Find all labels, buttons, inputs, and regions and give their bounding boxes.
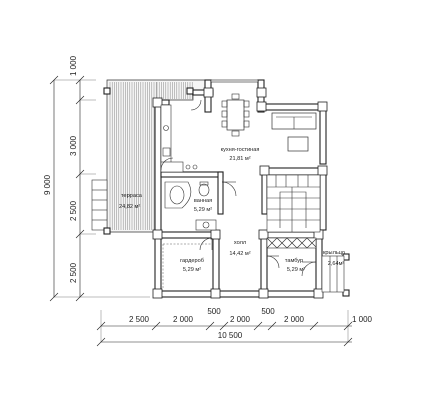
- post: [103, 87, 111, 95]
- deck-boards: [109, 82, 193, 230]
- dim-bottom-mid-1: 500: [207, 307, 221, 316]
- dim-bottom-2: 2 000: [173, 315, 194, 324]
- vestibule-hatch: [266, 237, 317, 249]
- post: [186, 87, 194, 95]
- bathtub: [164, 181, 192, 209]
- hall-area: 14,42 м²: [229, 251, 250, 257]
- room-labels: кухня-гостиная 21,81 м² терраса 24,82 м²…: [119, 147, 345, 273]
- dim-bottom-5: 1 000: [352, 315, 373, 324]
- doors: [160, 99, 317, 277]
- post: [103, 227, 111, 235]
- dim-left-4: 2 500: [69, 262, 78, 283]
- dim-bottom-total: 10 500: [218, 331, 243, 340]
- bath-area: 5,29 м²: [194, 207, 212, 213]
- washbasin: [195, 219, 217, 231]
- dim-left-1: 1 000: [69, 55, 78, 76]
- terrace-steps: [91, 179, 108, 231]
- wardrobe-name: гардероб: [180, 258, 204, 264]
- vestibule-area: 5,29 м²: [287, 267, 305, 273]
- dim-bottom-1: 2 500: [129, 315, 150, 324]
- kitchen-area: 21,81 м²: [229, 156, 250, 162]
- furniture: [160, 93, 345, 293]
- left-dimension-chain: [49, 75, 150, 302]
- dim-bottom-3: 2 000: [230, 315, 251, 324]
- kitchen-counter: [160, 104, 172, 168]
- bottom-dimension-chain: [96, 310, 353, 347]
- kitchen-name: кухня-гостиная: [221, 147, 260, 153]
- terrace-area: 24,82 м²: [119, 204, 140, 210]
- porch-name: крыльцо: [323, 250, 345, 256]
- dim-left-3: 2 500: [69, 200, 78, 221]
- toilet: [198, 183, 210, 197]
- dim-bottom-mid-2: 500: [261, 307, 275, 316]
- coffee-table: [287, 136, 309, 152]
- porch-steps: [321, 255, 345, 293]
- vestibule-name: тамбур: [285, 258, 303, 264]
- terrace-name: терраса: [121, 193, 143, 199]
- bath-name: ванная: [194, 198, 212, 204]
- dim-left-total: 9 000: [43, 174, 52, 195]
- wardrobe-area: 5,29 м²: [183, 267, 201, 273]
- porch-area: 2,64м²: [328, 261, 345, 267]
- dining-table: [226, 99, 245, 131]
- dim-left-2: 3 000: [69, 135, 78, 156]
- terrace-deck: [91, 79, 207, 235]
- hall-name: холл: [234, 240, 246, 246]
- log-joints: [152, 87, 328, 299]
- dim-bottom-4: 2 000: [284, 315, 305, 324]
- staircase: [266, 174, 321, 233]
